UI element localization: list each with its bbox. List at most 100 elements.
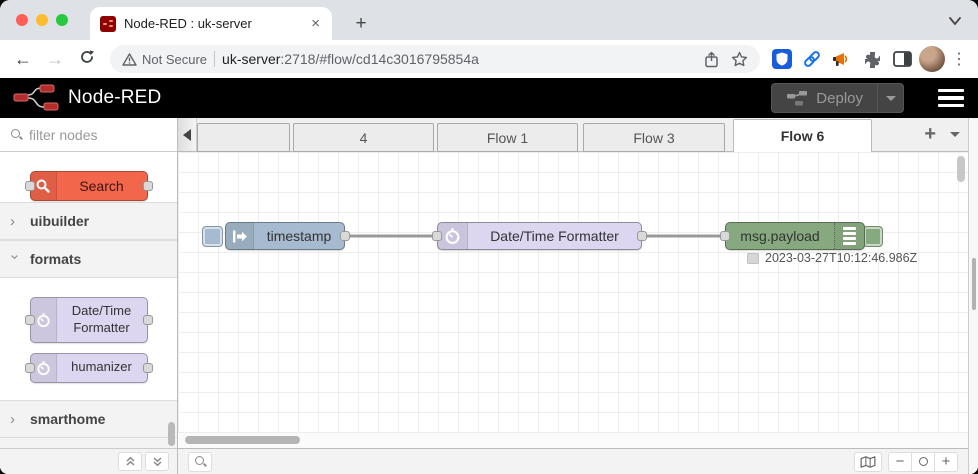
deploy-options-caret[interactable] (877, 84, 903, 112)
palette-scrollbar[interactable] (168, 422, 175, 446)
titlebar: Node-RED : uk-server × + (0, 0, 978, 40)
palette-node-label: Search (79, 177, 124, 194)
flow-tab-flow1[interactable]: Flow 1 (437, 123, 578, 152)
node-inject-timestamp[interactable]: timestamp (225, 222, 350, 250)
share-icon[interactable] (704, 51, 719, 68)
bookmark-star-icon[interactable] (731, 51, 748, 67)
node-debug-msg-payload[interactable]: msg.payload (720, 222, 865, 250)
browser-tab-title: Node-RED : uk-server (124, 16, 252, 31)
node-label: Date/Time Formatter (490, 228, 619, 244)
not-secure-badge[interactable]: Not Secure (122, 52, 207, 67)
palette-node-humanizer[interactable]: humanizer (24, 352, 153, 383)
output-port[interactable] (340, 231, 350, 241)
input-port (24, 362, 35, 373)
palette-category-smarthome[interactable]: › smarthome (0, 400, 177, 438)
palette-node-label: humanizer (71, 359, 132, 375)
node-red-favicon-icon (100, 15, 116, 32)
output-port (142, 181, 153, 191)
scroll-tabs-left-button[interactable] (178, 118, 197, 151)
output-port (142, 314, 153, 325)
warning-triangle-icon (122, 52, 137, 66)
zoom-in-button[interactable]: + (934, 451, 958, 472)
palette-category-uibuilder[interactable]: › uibuilder (0, 202, 177, 240)
chevron-down-icon: › (6, 254, 24, 259)
zoom-reset-button[interactable] (911, 451, 935, 472)
link-extension-icon[interactable] (798, 45, 826, 73)
palette-section-formats: Date/Time Formatter humanizer (0, 278, 177, 400)
output-port[interactable] (637, 231, 647, 241)
inject-trigger-button[interactable] (202, 226, 223, 247)
flow-canvas[interactable]: timestamp Date/Time Formatter msg.payloa… (178, 152, 968, 433)
flow-tab-flow3[interactable]: Flow 3 (583, 123, 725, 152)
palette-filter[interactable] (0, 118, 177, 152)
node-datetime-formatter[interactable]: Date/Time Formatter (432, 222, 647, 250)
flow-tabbar: 2 4 Flow 1 Flow 3 Flow 6 + (178, 118, 968, 152)
main-menu-icon[interactable] (936, 85, 966, 112)
forward-button[interactable]: → (46, 49, 64, 69)
flow-tab-partial[interactable]: 2 (197, 123, 290, 152)
palette-category-formats[interactable]: › formats (0, 240, 177, 278)
address-bar[interactable]: Not Secure uk-server:2718/#flow/cd14c301… (110, 45, 760, 73)
wires (345, 234, 725, 238)
canvas-vertical-scrollbar[interactable] (957, 156, 965, 182)
flow-tab-flow6-active[interactable]: Flow 6 (733, 119, 872, 152)
url-text[interactable]: uk-server:2718/#flow/cd14c3016795854a (222, 51, 697, 67)
status-text: 2023-03-27T10:12:46.986Z (765, 251, 918, 265)
profile-avatar[interactable] (918, 45, 946, 73)
bitwarden-extension-icon[interactable] (768, 45, 796, 73)
side-panel-icon[interactable] (888, 45, 916, 73)
reload-button[interactable] (72, 44, 102, 74)
palette-node-search[interactable]: Search (24, 171, 153, 201)
add-flow-button[interactable]: + (924, 123, 936, 145)
new-tab-button[interactable]: + (355, 13, 367, 34)
input-port (24, 314, 35, 325)
browser-tab[interactable]: Node-RED : uk-server × (90, 7, 332, 40)
back-button[interactable]: ← (14, 49, 32, 69)
canvas-footer: − + (178, 448, 968, 474)
palette-footer (0, 448, 177, 474)
deploy-label: Deploy (816, 89, 863, 107)
palette-node-label: Date/Time Formatter (71, 303, 132, 335)
palette-body: Search › uibuilder › formats (0, 152, 177, 448)
flow-tab-4[interactable]: 4 (293, 123, 434, 152)
input-port[interactable] (432, 231, 442, 241)
timer-icon (30, 298, 57, 342)
extensions-puzzle-icon[interactable] (858, 45, 886, 73)
zoom-out-button[interactable]: − (888, 451, 912, 472)
output-port (142, 362, 153, 373)
traffic-lights (16, 14, 68, 26)
browser-menu-icon[interactable]: ⋮ (951, 51, 967, 68)
canvas-hscroll-track (178, 433, 968, 448)
node-red-brand: Node-RED (68, 87, 162, 108)
magnifier-icon (30, 172, 57, 200)
expand-all-button[interactable] (145, 452, 169, 471)
page-scrollbar[interactable] (972, 258, 976, 310)
debug-toggle-button[interactable] (863, 226, 883, 247)
browser-toolbar: ← → Not Secure uk-server:2718/#flow/cd14… (0, 40, 978, 78)
deploy-button[interactable]: Deploy (771, 83, 904, 113)
sidebar-splitter[interactable] (968, 118, 978, 474)
minimize-window-button[interactable] (36, 14, 48, 26)
flow-tab-label: Flow 6 (780, 128, 825, 144)
palette-sidebar: Search › uibuilder › formats (0, 118, 178, 474)
flow-tab-label: 2 (198, 130, 199, 146)
filter-nodes-input[interactable] (29, 126, 149, 143)
url-path: :2718/#flow/cd14c3016795854a (280, 51, 479, 67)
input-port[interactable] (720, 231, 730, 241)
zoom-window-button[interactable] (56, 14, 68, 26)
navigator-map-button[interactable] (854, 451, 882, 472)
close-tab-icon[interactable]: × (311, 15, 320, 32)
close-window-button[interactable] (16, 14, 28, 26)
canvas-search-button[interactable] (188, 451, 212, 472)
tabbar-controls: + (924, 118, 960, 151)
collapse-all-button[interactable] (118, 452, 142, 471)
node-status: 2023-03-27T10:12:46.986Z (747, 251, 917, 265)
canvas-horizontal-scrollbar[interactable] (185, 436, 300, 444)
palette-node-datetime-formatter[interactable]: Date/Time Formatter (24, 297, 153, 343)
deploy-icon (787, 91, 808, 106)
tab-search-chevron-icon[interactable] (948, 13, 962, 31)
flow-list-caret[interactable] (950, 132, 960, 137)
chevron-right-icon: › (10, 410, 15, 428)
megaphone-extension-icon[interactable] (828, 45, 856, 73)
zoom-reset-circle-icon (918, 457, 928, 466)
